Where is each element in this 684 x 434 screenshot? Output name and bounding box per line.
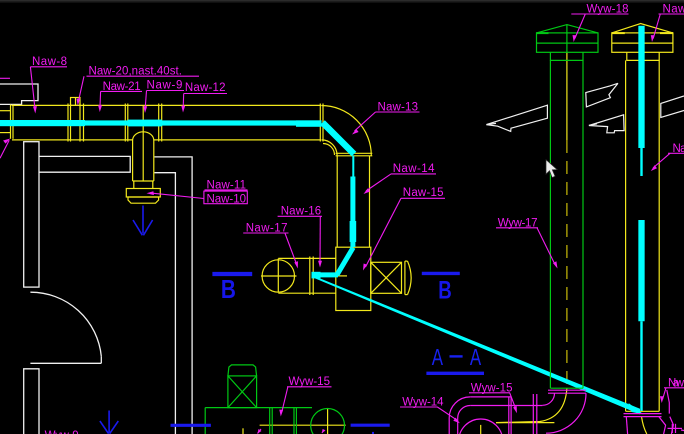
- svg-text:A: A: [470, 344, 482, 370]
- svg-text:B: B: [438, 276, 452, 304]
- svg-text:Naw-20,nast.40st.: Naw-20,nast.40st.: [89, 66, 183, 78]
- svg-text:A: A: [432, 344, 444, 370]
- svg-text:Naw-8: Naw-8: [32, 56, 67, 68]
- svg-text:Wyw-17: Wyw-17: [498, 217, 538, 229]
- svg-text:Naw: Naw: [668, 377, 684, 389]
- svg-text:Na: Na: [673, 143, 684, 155]
- svg-text:Wyw-18: Wyw-18: [587, 4, 629, 16]
- svg-text:Naw-15: Naw-15: [403, 187, 444, 199]
- svg-text:Wyw-15: Wyw-15: [289, 376, 331, 388]
- svg-text:Naw-14: Naw-14: [393, 163, 435, 175]
- svg-text:Naw-9: Naw-9: [147, 80, 183, 92]
- svg-text:Naw-16: Naw-16: [281, 206, 322, 218]
- svg-text:Naw-10: Naw-10: [207, 194, 247, 206]
- svg-text:Naw-11: Naw-11: [207, 180, 247, 192]
- svg-text:Naw-13: Naw-13: [378, 102, 419, 114]
- svg-text:Naw-12: Naw-12: [185, 82, 226, 94]
- svg-text:Wyw-14: Wyw-14: [402, 397, 444, 409]
- svg-text:Naw-21: Naw-21: [103, 81, 141, 93]
- svg-text:Naw-17: Naw-17: [246, 222, 288, 234]
- svg-text:B: B: [221, 275, 236, 304]
- svg-text:Wyw-15: Wyw-15: [471, 383, 513, 395]
- svg-text:Wyw-9: Wyw-9: [45, 430, 79, 434]
- svg-text:Naw-: Naw-: [663, 4, 684, 16]
